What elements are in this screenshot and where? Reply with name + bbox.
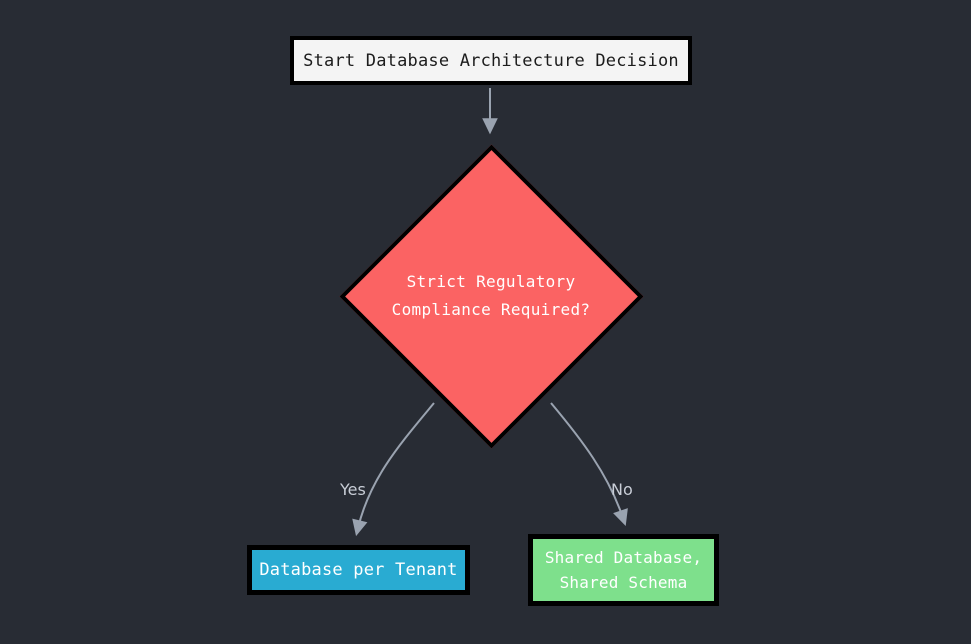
node-decision-label: Strict Regulatory Compliance Required? — [391, 272, 591, 319]
edge-label-yes: Yes — [340, 480, 366, 499]
node-database-per-tenant[interactable]: Database per Tenant — [247, 545, 470, 595]
node-start[interactable]: Start Database Architecture Decision — [290, 36, 692, 85]
node-shared-database-shared-schema[interactable]: Shared Database, Shared Schema — [528, 534, 719, 606]
node-decision[interactable]: Strict Regulatory Compliance Required? — [338, 143, 644, 449]
edge-decision-to-shared-schema — [550, 402, 628, 526]
edge-decision-to-db-per-tenant — [352, 402, 435, 537]
edge-label-no: No — [611, 480, 633, 499]
